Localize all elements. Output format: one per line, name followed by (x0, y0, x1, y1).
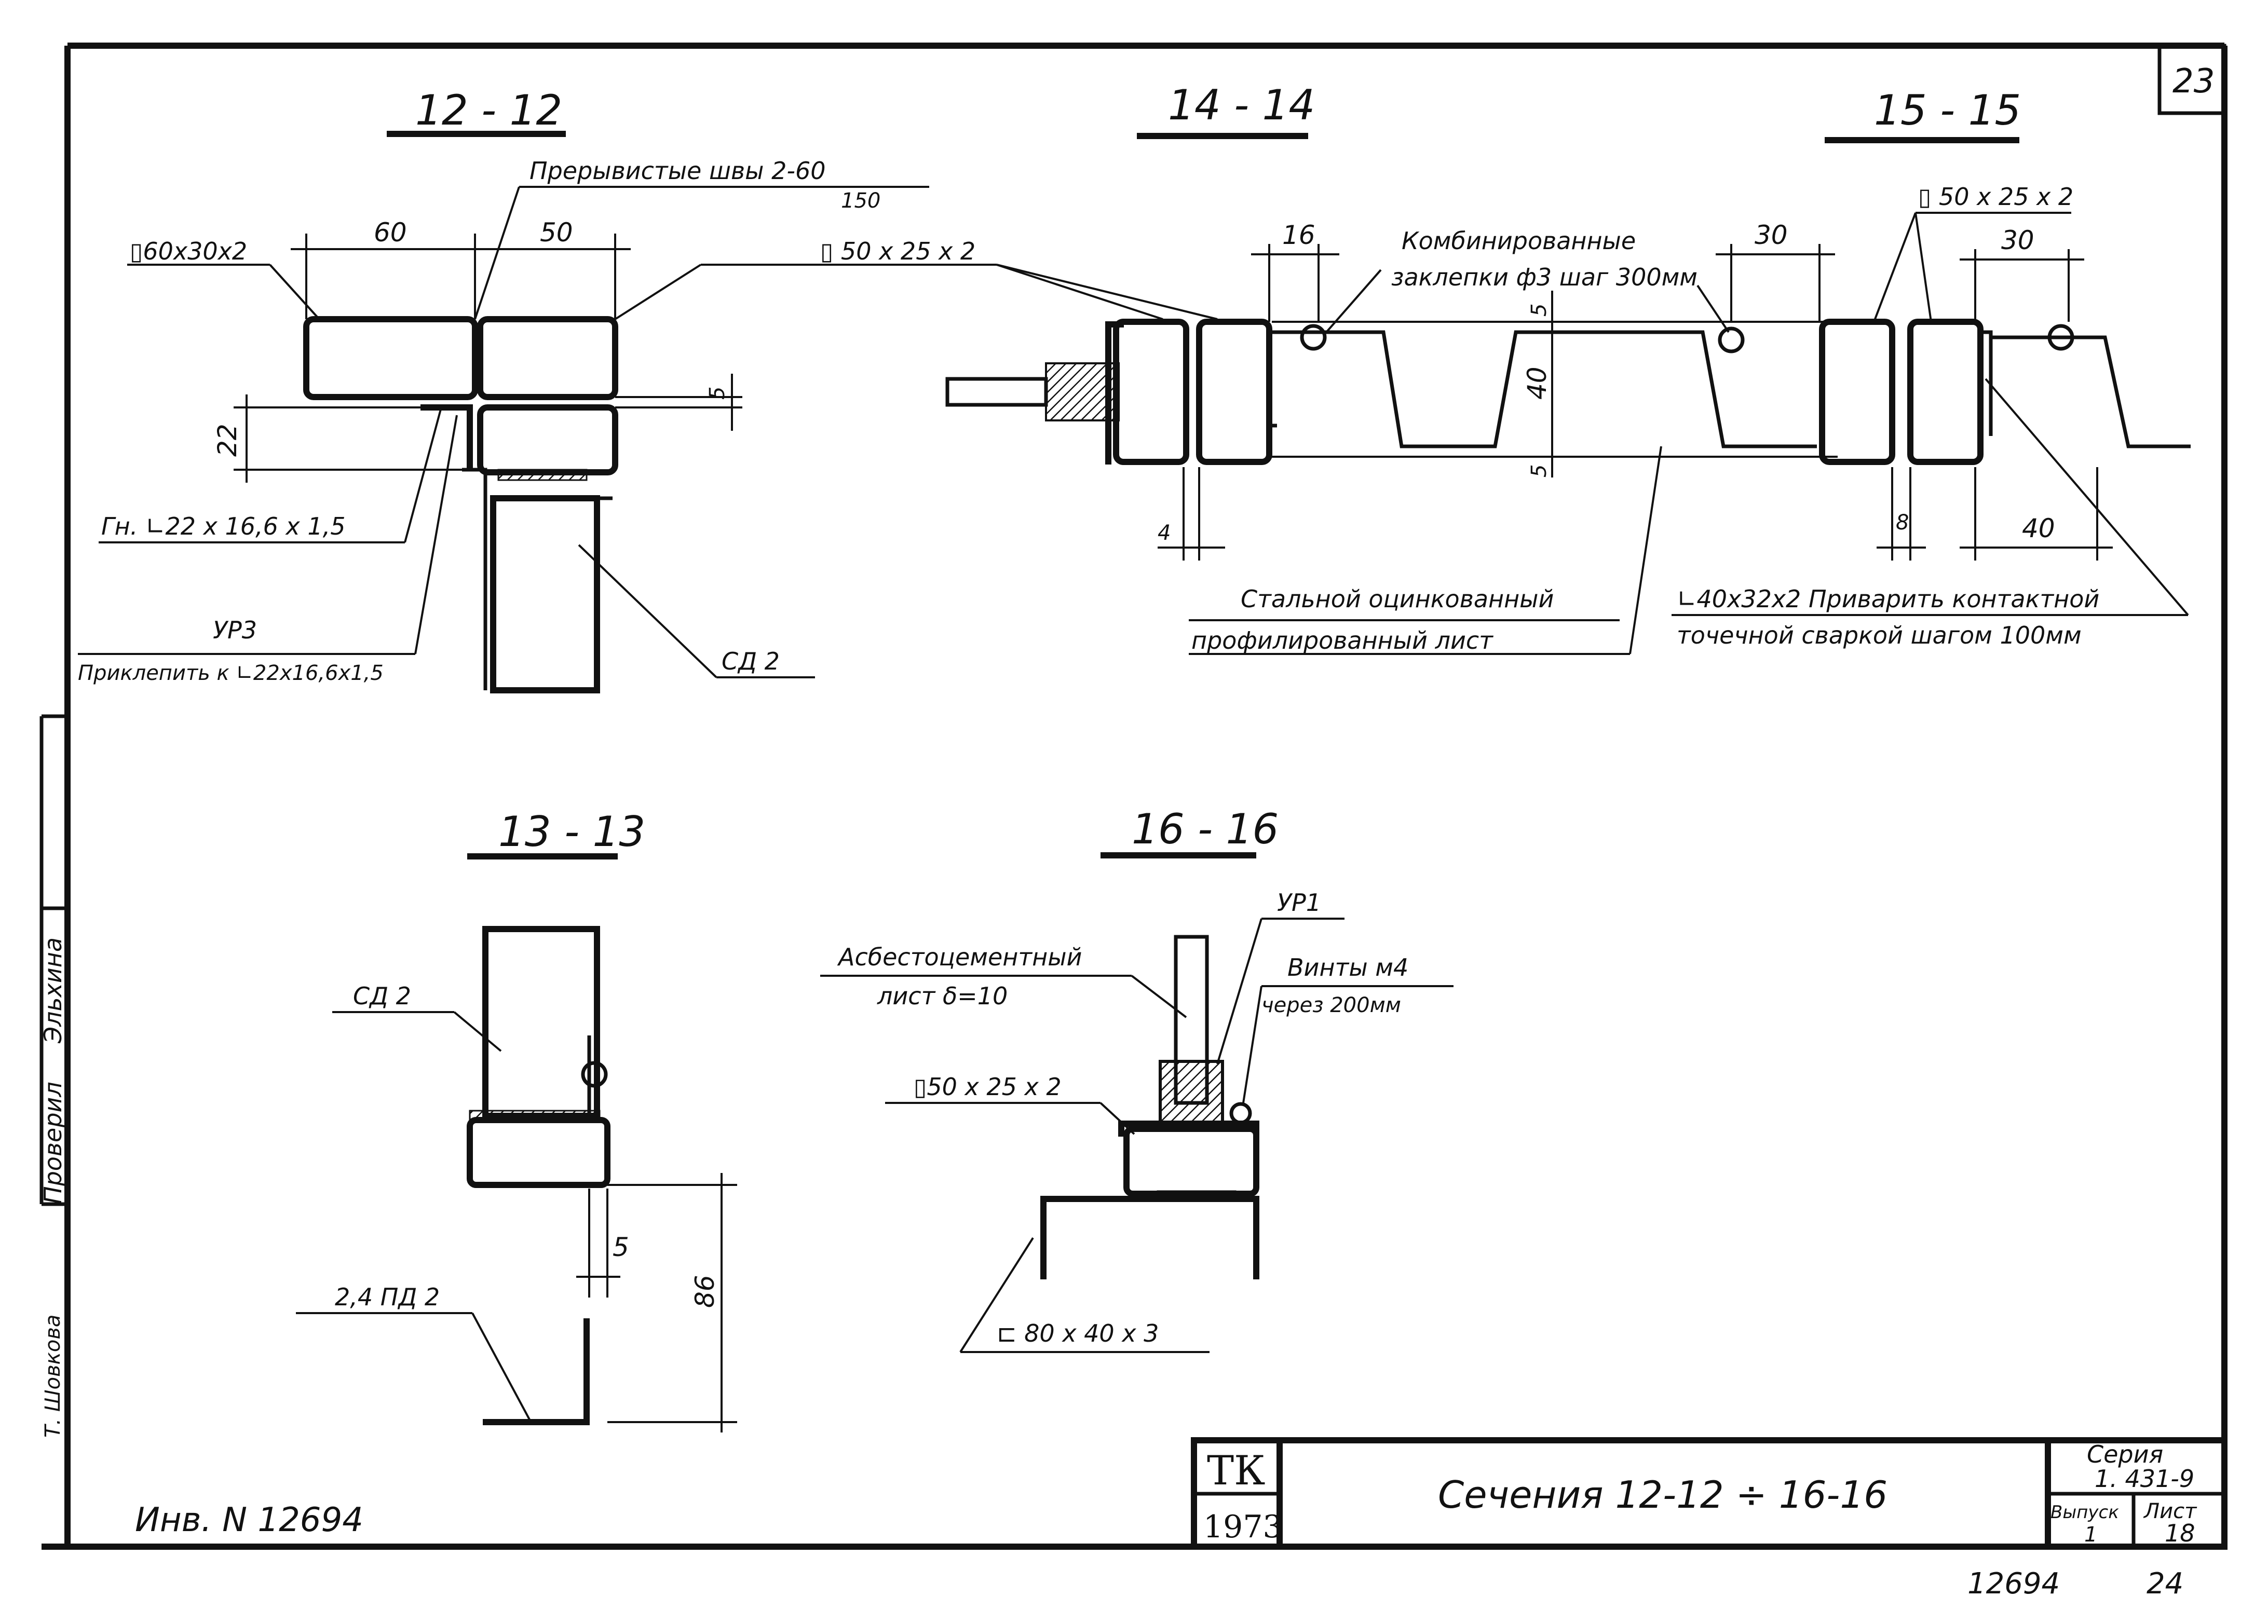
dim-16: 16 (1282, 220, 1315, 250)
series-label: Серия (2087, 1440, 2163, 1468)
section-13-13: 13 - 13 СД 2 2,4 ПД 2 5 86 (296, 808, 737, 1432)
weld-label: Прерывистые швы 2-60 (529, 157, 826, 185)
issue-label: Выпуск (2050, 1502, 2119, 1523)
stamp-checked: Проверил (39, 1082, 67, 1204)
sheet-value: 18 (2165, 1519, 2195, 1547)
ur3-label: УР3 (213, 616, 257, 644)
section-13-title: 13 - 13 (498, 808, 645, 856)
title-block (1191, 1437, 2228, 1550)
weld-pitch: 150 (841, 189, 880, 213)
angle-15-line-1: ∟40х32х2 Приварить контактной (1677, 585, 2099, 613)
bottom-number: 12694 (1967, 1567, 2060, 1601)
section-14-title: 14 - 14 (1168, 81, 1315, 129)
dim-22: 22 (212, 424, 242, 457)
stamp-author: Т. Шовкова (41, 1315, 65, 1438)
dim-15-40: 40 (2022, 513, 2055, 543)
dim-8: 8 (1896, 511, 1909, 535)
section-12-title: 12 - 12 (415, 86, 562, 134)
asb-line-2: лист δ=10 (877, 982, 1008, 1010)
dim-5b: 5 (1527, 465, 1551, 477)
dim-30: 30 (1755, 220, 1788, 250)
tube-right-label: ▯ 50 х 25 х 2 (820, 237, 975, 265)
section-15-title: 15 - 15 (1874, 86, 2021, 134)
ur1-label: УР1 (1277, 889, 1321, 917)
ur3-note: Приклепить к ∟22х16,6х1,5 (78, 661, 384, 685)
rivets-line-2: заклепки ф3 шаг 300мм (1391, 263, 1697, 291)
org-code: ТК (1207, 1448, 1265, 1494)
stamp-name: Эльхина (39, 937, 67, 1044)
section-16-16: 16 - 16 УР1 Асбестоцементный лист δ=10 В… (820, 805, 1454, 1353)
inventory-number: Инв. N 12694 (135, 1501, 363, 1539)
sheet-corner-number: 23 (2172, 62, 2215, 101)
sheet-label: Лист (2143, 1499, 2197, 1523)
dim-5a: 5 (1527, 304, 1551, 317)
dim-86: 86 (690, 1275, 720, 1308)
asb-line-1: Асбестоцементный (837, 943, 1082, 971)
bottom-sheet: 24 (2147, 1567, 2183, 1601)
dim-60: 60 (374, 217, 407, 248)
dim-13-5: 5 (613, 1232, 629, 1262)
dim-50: 50 (540, 217, 573, 248)
tube-16-label: ▯50 х 25 х 2 (914, 1073, 1062, 1101)
part-13-label: 2,4 ПД 2 (335, 1283, 440, 1311)
dim-40: 40 (1522, 366, 1552, 400)
channel-label: ⊏ 80 х 40 х 3 (997, 1319, 1159, 1347)
angle-label: Гн. ∟22 х 16,6 х 1,5 (101, 512, 346, 540)
screws-line-1: Винты м4 (1287, 953, 1408, 981)
issue-value: 1 (2084, 1523, 2097, 1547)
dim-5: 5 (705, 387, 729, 400)
screws-line-2: через 200мм (1261, 993, 1401, 1017)
rivets-line-1: Комбинированные (1402, 227, 1636, 255)
sd2-label: СД 2 (722, 647, 780, 675)
tube-left-label: ▯60х30х2 (130, 237, 247, 265)
side-stamp: Проверил Эльхина Т. Шовкова (39, 714, 67, 1438)
section-15-15: 15 - 15 ▯ 50 х 25 х 2 30 8 40 ∟40х32х2 П… (1672, 86, 2191, 649)
sheet-line-1: Стальной оцинкованный (1241, 585, 1554, 613)
section-14-14: 14 - 14 16 30 5 40 5 4 Комбинированны (945, 81, 1838, 655)
section-12-12: 12 - 12 60 50 22 5 Прерывистые швы 2-60 (78, 86, 1218, 693)
section-16-title: 16 - 16 (1132, 805, 1279, 853)
series-value: 1. 431-9 (2095, 1465, 2194, 1493)
tube-15-label: ▯ 50 х 25 х 2 (1918, 183, 2073, 211)
sd2-13-label: СД 2 (353, 982, 411, 1010)
year: 1973 (1203, 1509, 1283, 1545)
dim-4: 4 (1158, 521, 1171, 545)
dim-15-30: 30 (2001, 225, 2034, 255)
sheet-line-2: профилированный лист (1191, 626, 1493, 654)
angle-15-line-2: точечной сваркой шагом 100мм (1677, 621, 2082, 649)
drawing-title: Сечения 12-12 ÷ 16-16 (1438, 1473, 1887, 1517)
